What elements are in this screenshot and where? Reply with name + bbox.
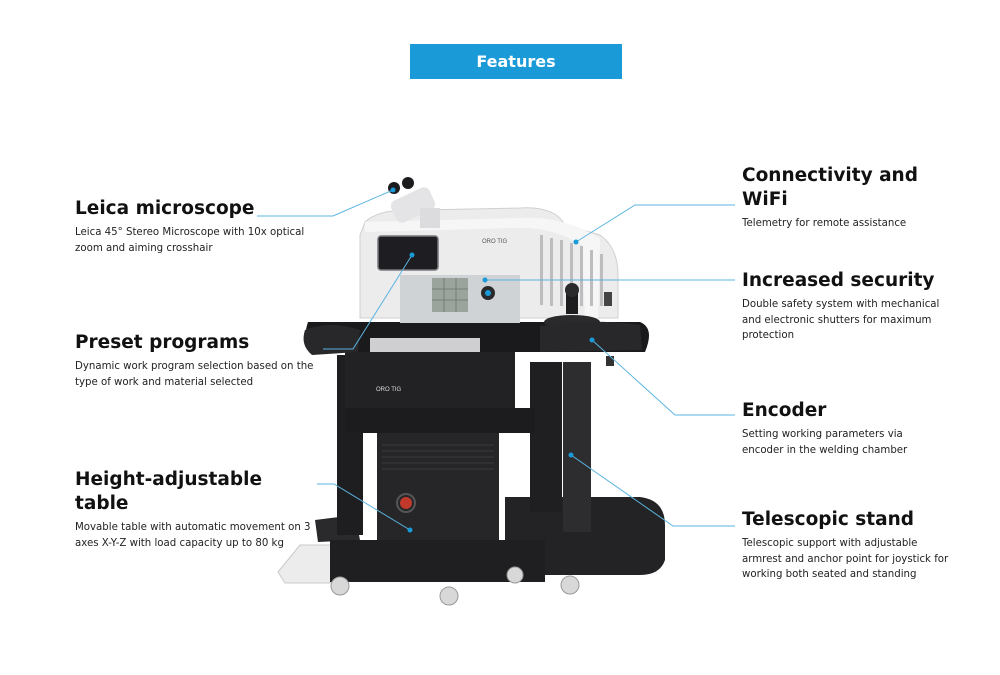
feature-description: Telescopic support with adjustable armre… (742, 538, 949, 580)
feature-description: Setting working parameters via encoder i… (742, 429, 908, 456)
feature-description: Dynamic work program selection based on … (75, 361, 314, 388)
features-banner: Features (410, 44, 622, 79)
feature-title: Connectivity and WiFi (742, 165, 918, 210)
feature-leica-microscope: Leica microscope Leica 45° Stereo Micros… (75, 197, 335, 256)
feature-description: Telemetry for remote assistance (742, 218, 907, 229)
feature-connectivity-wifi: Connectivity and WiFi Telemetry for remo… (742, 164, 932, 232)
machine-logo: ORO TIG (482, 239, 508, 245)
feature-description: Double safety system with mechanical and… (742, 299, 940, 341)
feature-title: Encoder (742, 400, 827, 421)
feature-title: Preset programs (75, 332, 250, 353)
feature-title: Increased security (742, 270, 935, 291)
feature-description: Leica 45° Stereo Microscope with 10x opt… (75, 227, 305, 254)
feature-title: Telescopic stand (742, 509, 915, 530)
feature-encoder: Encoder Setting working parameters via e… (742, 399, 912, 458)
cabinet-logo: ORO TIG (376, 387, 402, 393)
feature-title: Height-adjustable table (75, 469, 263, 514)
feature-height-adjustable-table: Height-adjustable table Movable table wi… (75, 468, 315, 551)
features-title: Features (476, 52, 556, 71)
feature-telescopic-stand: Telescopic stand Telescopic support with… (742, 508, 952, 583)
feature-title: Leica microscope (75, 198, 255, 219)
feature-preset-programs: Preset programs Dynamic work program sel… (75, 331, 325, 390)
feature-increased-security: Increased security Double safety system … (742, 269, 942, 344)
feature-description: Movable table with automatic movement on… (75, 522, 311, 549)
